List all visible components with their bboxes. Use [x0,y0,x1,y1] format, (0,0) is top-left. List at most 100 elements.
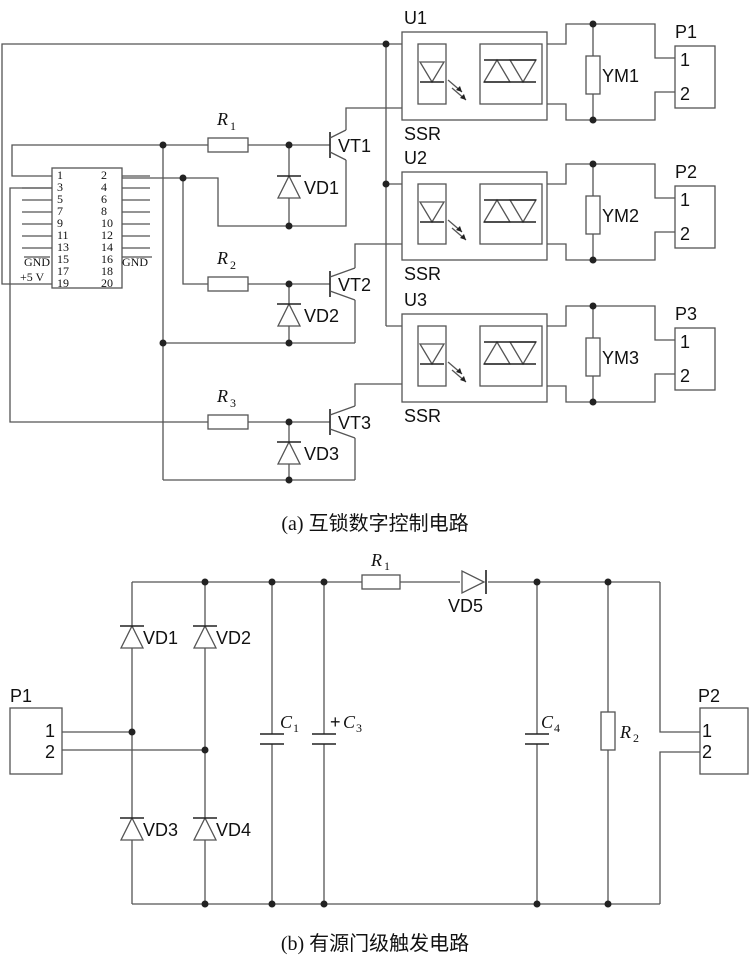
port-pin-label: 2 [680,84,690,104]
load-label: YM1 [602,66,639,86]
svg-text:VD3: VD3 [304,444,339,464]
svg-text:VT3: VT3 [338,413,371,433]
transistor-vt3: VT3 [329,405,371,439]
svg-text:R: R [216,386,228,406]
svg-text:3: 3 [230,396,236,410]
diode-b-vd1: VD1 [119,624,178,649]
svg-text:VD2: VD2 [216,628,251,648]
ssr-name: U3 [404,290,427,310]
port-pin-label: 1 [680,50,690,70]
connector-pin-label: 9 [57,216,63,230]
svg-text:VD5: VD5 [448,596,483,616]
svg-text:VT1: VT1 [338,136,371,156]
connector-pin-label: 5 [57,192,63,206]
capacitor-c1: C 1 [260,712,299,745]
gnd-label-left: GND [24,255,50,269]
ssr-name: U2 [404,148,427,168]
svg-text:R: R [619,722,631,742]
connector-pin-label: 11 [57,228,69,242]
resistor-r3: R 3 [207,386,249,430]
transistor-vt2: VT2 [329,267,371,301]
load-resistor [585,195,601,235]
connector-pin-label: 17 [57,264,69,278]
connector-pin-label: 10 [101,216,113,230]
svg-text:C: C [280,712,293,732]
svg-text:VD4: VD4 [216,820,251,840]
svg-text:VD2: VD2 [304,306,339,326]
connector-pin-label: 13 [57,240,69,254]
connector-pin-label: 7 [57,204,63,218]
svg-text:C: C [541,712,554,732]
svg-text:VD1: VD1 [143,628,178,648]
junctions-b [128,578,612,908]
connector-pin-label: 15 [57,252,69,266]
resistor-b-r2: R 2 [600,711,639,751]
circuit-b: P1 1 2 P2 1 2 VD1 VD2 VD3 V [9,550,749,955]
connector-pin-label: 14 [101,240,113,254]
led-icon [418,343,446,366]
svg-text:R: R [216,248,228,268]
resistor-b-r1: R 1 [361,550,401,590]
caption-a: (a) 互锁数字控制电路 [281,512,468,535]
svg-text:2: 2 [633,731,639,745]
svg-text:2: 2 [45,742,55,762]
connector-pin-label: 2 [101,168,107,182]
svg-text:4: 4 [554,721,560,735]
port-name: P2 [675,162,697,182]
load-resistor [585,337,601,377]
svg-text:1: 1 [230,119,236,133]
led-icon [418,61,446,84]
connector-pin-label: 12 [101,228,113,242]
resistor-r1: R 1 [207,109,249,153]
diode-vd2: VD2 [276,302,339,327]
svg-text:1: 1 [384,559,390,573]
load-label: YM2 [602,206,639,226]
connector-pin-label: 19 [57,276,69,290]
connector-pin-label: 3 [57,180,63,194]
ssr-type-label: SSR [404,124,441,144]
resistor-r2: R 2 [207,248,249,292]
svg-text:2: 2 [702,742,712,762]
diode-vd1: VD1 [276,174,339,199]
port-pin-label: 1 [680,332,690,352]
svg-text:1: 1 [702,721,712,741]
load-resistor [585,55,601,95]
port-name: P1 [675,22,697,42]
ssr-type-label: SSR [404,264,441,284]
diode-b-vd3: VD3 [119,816,178,841]
port-name: P3 [675,304,697,324]
connector-pin-label: 18 [101,264,113,278]
diode-b-vd2: VD2 [192,624,251,649]
connector-pin-label: 8 [101,204,107,218]
transistor-vt1: VT1 [329,129,371,161]
connector-pin-label: 20 [101,276,113,290]
diode-b-vd4: VD4 [192,816,251,841]
diode-vd5: VD5 [448,569,487,616]
capacitor-c3: + C 3 [312,712,362,745]
led-icon [418,201,446,224]
svg-text:3: 3 [356,721,362,735]
port-p2: P2 1 2 [698,686,749,775]
capacitor-c4: C 4 [525,712,560,745]
svg-text:R: R [216,109,228,129]
ssr-name: U1 [404,8,427,28]
svg-text:R: R [370,550,382,570]
connector-pin-label: 16 [101,252,113,266]
caption-b: (b) 有源门级触发电路 [281,932,469,955]
svg-text:P2: P2 [698,686,720,706]
svg-text:VD3: VD3 [143,820,178,840]
port-pin-label: 2 [680,224,690,244]
connector-pin-label: 1 [57,168,63,182]
svg-text:+: + [330,712,341,732]
svg-text:1: 1 [45,721,55,741]
svg-text:2: 2 [230,258,236,272]
ssr-type-label: SSR [404,406,441,426]
